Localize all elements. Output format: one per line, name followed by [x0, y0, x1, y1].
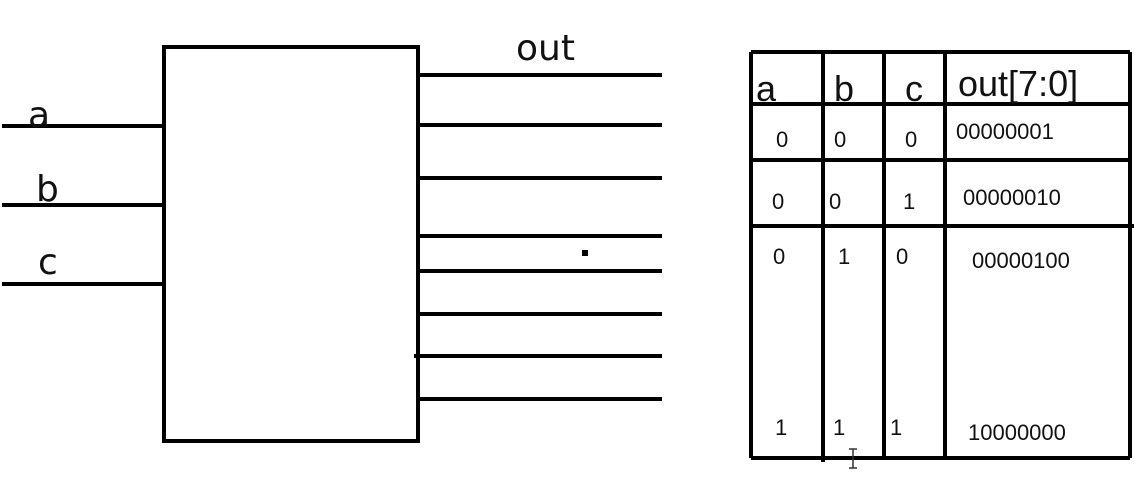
- text-cursor-icon: [849, 448, 857, 469]
- header-c: c: [905, 68, 923, 109]
- row-3-a: 1: [775, 415, 787, 440]
- row-0-b: 0: [834, 127, 846, 152]
- row-1-c: 1: [903, 189, 915, 214]
- dot-mark: [582, 250, 588, 256]
- row-0-a: 0: [776, 127, 788, 152]
- output-wires: [414, 73, 662, 401]
- row-1-b: 0: [829, 189, 841, 214]
- row-0-out: 00000001: [956, 119, 1054, 144]
- row-2-b: 1: [838, 244, 850, 269]
- decoder-block: [162, 45, 420, 443]
- input-label-b: b: [36, 169, 59, 210]
- row-3-b: 1: [833, 415, 845, 440]
- output-label: out: [516, 28, 575, 69]
- input-label-a: a: [28, 95, 50, 136]
- header-out: out[7:0]: [958, 63, 1078, 104]
- row-2-out: 00000100: [972, 248, 1070, 273]
- row-3-c: 1: [890, 415, 902, 440]
- row-0-c: 0: [905, 127, 917, 152]
- row-3-out: 10000000: [968, 420, 1066, 445]
- row-1-a: 0: [772, 189, 784, 214]
- input-label-c: c: [38, 242, 58, 283]
- row-2-a: 0: [773, 244, 785, 269]
- truth-table-grid: [749, 50, 1134, 462]
- row-2-c: 0: [896, 244, 908, 269]
- header-b: b: [834, 68, 854, 109]
- row-1-out: 00000010: [963, 185, 1061, 210]
- header-a: a: [756, 68, 777, 109]
